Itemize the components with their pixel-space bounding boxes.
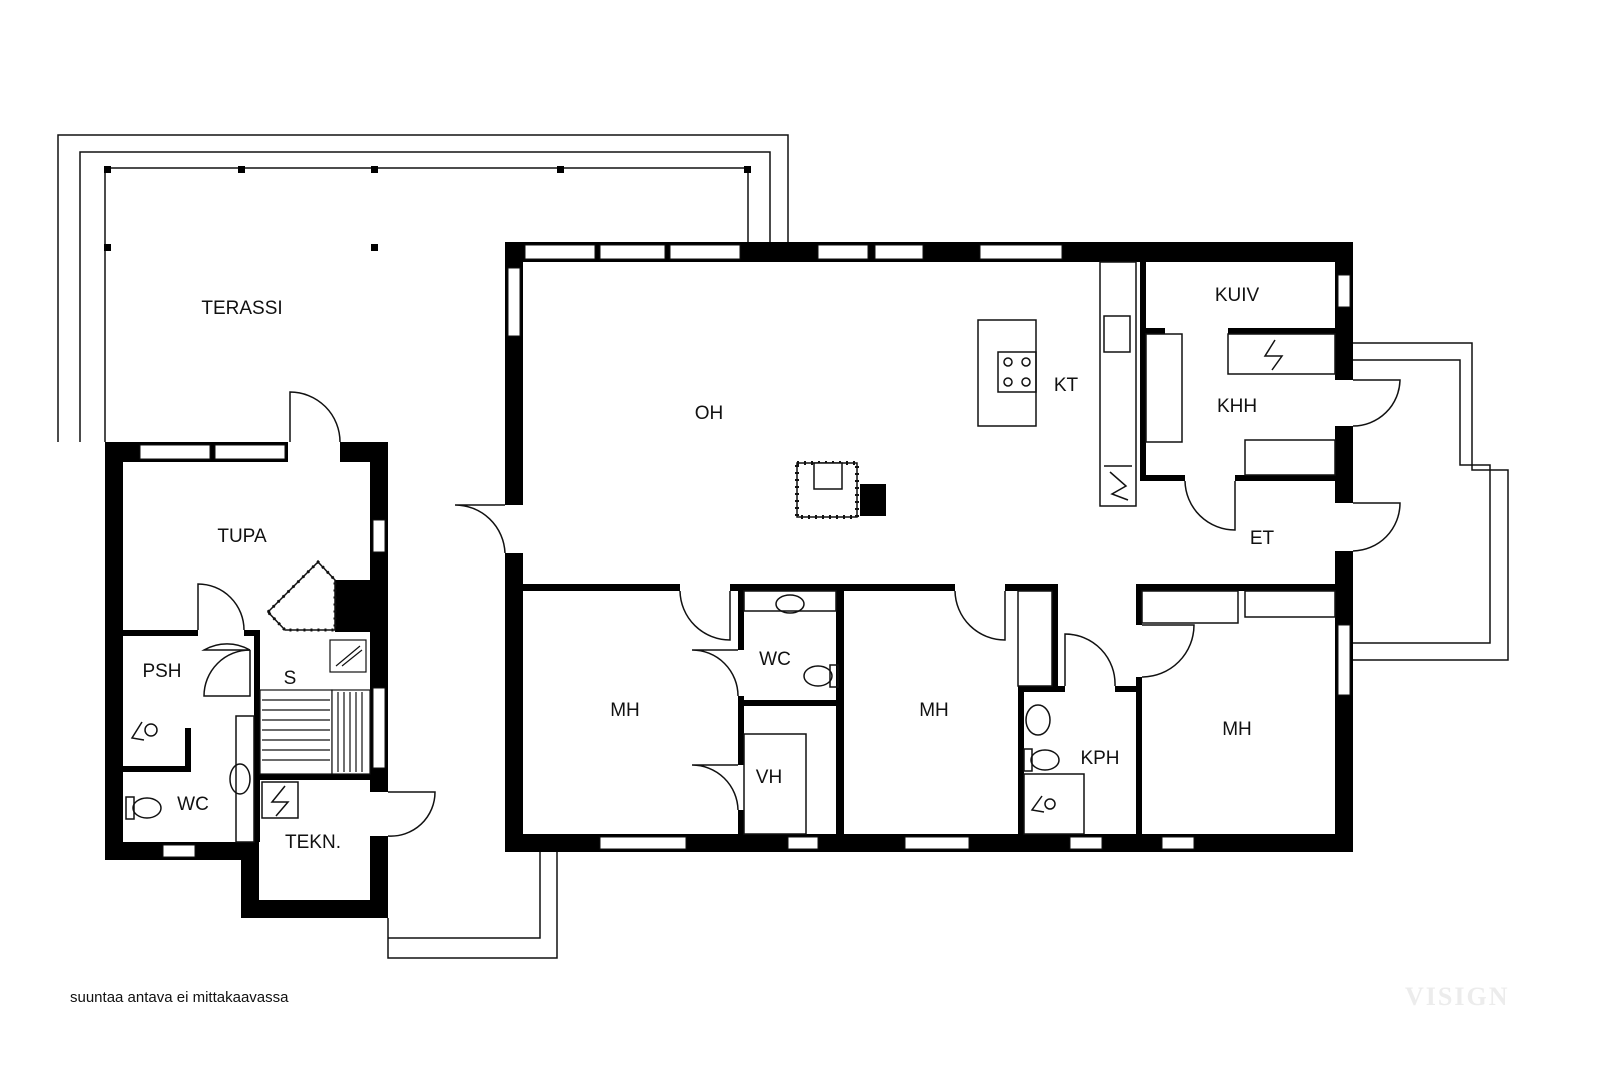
room-label-kph: KPH xyxy=(1080,748,1119,769)
doors xyxy=(197,379,1401,837)
room-label-wc-annex: WC xyxy=(177,794,209,815)
fireplace-main xyxy=(795,461,859,519)
room-label-kuiv: KUIV xyxy=(1215,285,1260,306)
room-label-khh: KHH xyxy=(1217,396,1257,417)
terrace xyxy=(57,134,789,442)
sink-icon xyxy=(229,715,255,843)
entrance-deck xyxy=(387,852,558,959)
toilet-icon xyxy=(125,796,162,820)
room-label-psh: PSH xyxy=(142,661,181,682)
watermark-logo: VISIGN xyxy=(1405,982,1509,1011)
main-walls xyxy=(505,242,1353,852)
room-label-terassi: TERASSI xyxy=(201,298,282,319)
room-label-vh: VH xyxy=(756,767,782,788)
room-label-mh-2: MH xyxy=(919,700,949,721)
room-label-mh-1: MH xyxy=(610,700,640,721)
room-label-sauna: S xyxy=(284,668,297,689)
room-label-et: ET xyxy=(1250,528,1275,549)
shower-icon xyxy=(130,721,158,741)
room-label-kt: KT xyxy=(1054,375,1079,396)
kitchen-fixtures xyxy=(743,261,1336,835)
room-label-mh-3: MH xyxy=(1222,719,1252,740)
porch-right xyxy=(1353,342,1509,661)
room-label-wc-main: WC xyxy=(759,649,791,670)
room-label-oh: OH xyxy=(695,403,724,424)
annex-walls xyxy=(105,442,388,918)
fireplace-annex xyxy=(265,559,337,632)
room-label-tupa: TUPA xyxy=(217,526,267,547)
scale-note: suuntaa antava ei mittakaavassa xyxy=(70,989,289,1006)
room-label-tekn: TEKN. xyxy=(285,832,341,853)
sauna-benches xyxy=(259,639,371,775)
electric-panel-icon xyxy=(261,781,299,819)
